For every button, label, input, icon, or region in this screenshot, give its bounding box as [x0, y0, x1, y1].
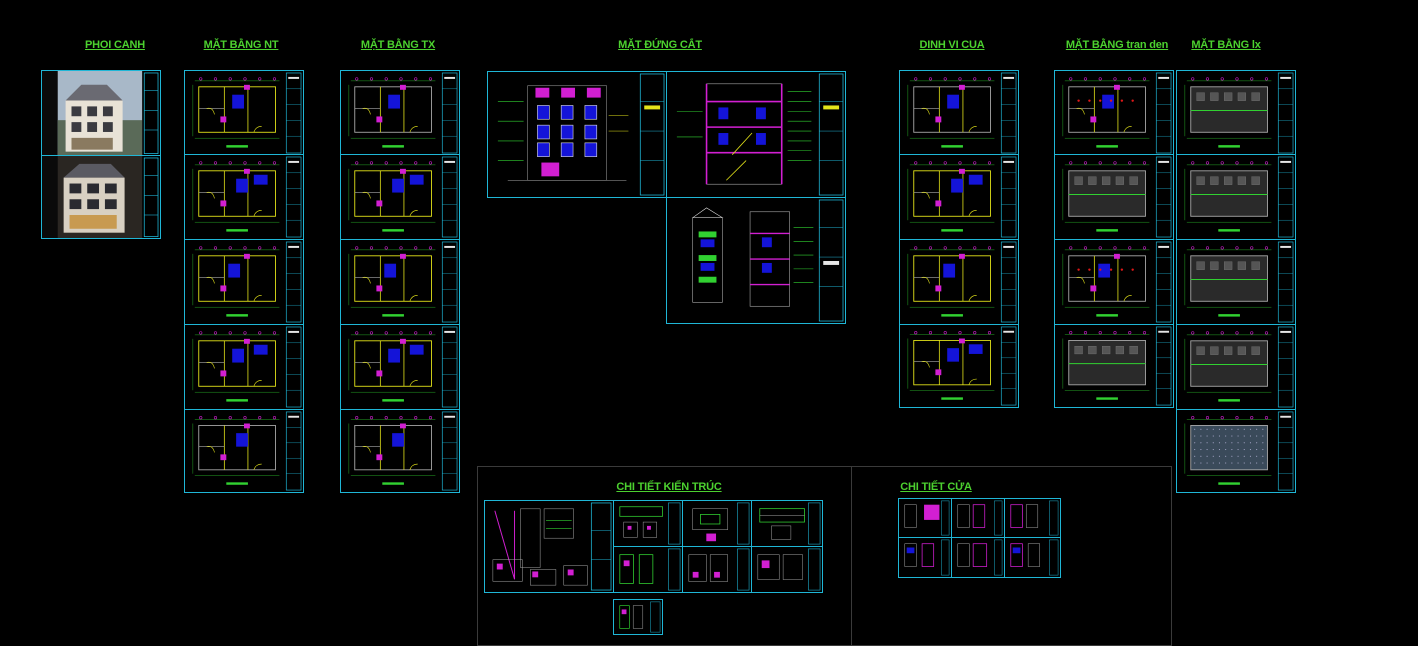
title-chi-tiet-cua: CHI TIẾT CỬA [900, 481, 972, 493]
title-dinh-vi-cua: DINH VI CUA [919, 39, 985, 51]
mat-bang-lx-sheet-2[interactable] [1176, 154, 1296, 240]
arch-detail-sheet-3[interactable] [682, 500, 752, 547]
door-detail-sheet-3[interactable] [1004, 498, 1061, 538]
door-detail-sheet-4[interactable] [898, 537, 952, 578]
section-sheet-1[interactable] [666, 71, 846, 198]
detail-frame-divider [851, 466, 852, 646]
title-mat-bang-tx: MẶT BẰNG TX [360, 39, 436, 51]
door-detail-sheet-5[interactable] [951, 537, 1005, 578]
door-detail-sheet-1[interactable] [898, 498, 952, 538]
mat-bang-lx-sheet-3[interactable] [1176, 239, 1296, 325]
arch-detail-sheet-4[interactable] [751, 500, 823, 547]
mat-bang-tran-den-sheet-4[interactable] [1054, 324, 1174, 408]
arch-detail-sheet-8[interactable] [613, 599, 663, 635]
title-phoi-canh: PHOI CANH [85, 39, 145, 51]
mat-bang-nt-sheet-3[interactable] [184, 239, 304, 325]
mat-bang-nt-sheet-4[interactable] [184, 324, 304, 410]
dinh-vi-cua-sheet-3[interactable] [899, 239, 1019, 325]
title-mat-dung-cat: MẶT ĐỨNG CẮT [618, 39, 702, 51]
mat-bang-tx-sheet-4[interactable] [340, 324, 460, 410]
mat-bang-lx-sheet-1[interactable] [1176, 70, 1296, 156]
section-sheet-2[interactable] [666, 197, 846, 324]
mat-bang-tran-den-sheet-2[interactable] [1054, 154, 1174, 240]
mat-bang-tx-sheet-3[interactable] [340, 239, 460, 325]
mat-bang-nt-sheet-5[interactable] [184, 409, 304, 493]
dinh-vi-cua-sheet-2[interactable] [899, 154, 1019, 240]
mat-bang-tx-sheet-1[interactable] [340, 70, 460, 156]
mat-bang-tran-den-sheet-3[interactable] [1054, 239, 1174, 325]
door-detail-sheet-6[interactable] [1004, 537, 1061, 578]
mat-bang-tran-den-sheet-1[interactable] [1054, 70, 1174, 156]
arch-detail-sheet-5[interactable] [613, 546, 683, 593]
door-detail-sheet-2[interactable] [951, 498, 1005, 538]
mat-bang-lx-sheet-5[interactable] [1176, 409, 1296, 493]
mat-bang-tx-sheet-2[interactable] [340, 154, 460, 240]
render-sheet-2[interactable] [41, 155, 161, 239]
title-mat-bang-lx: MẶT BẰNG lx [1191, 39, 1261, 51]
dinh-vi-cua-sheet-4[interactable] [899, 324, 1019, 408]
mat-bang-nt-sheet-2[interactable] [184, 154, 304, 240]
building-render-image [57, 156, 160, 238]
dinh-vi-cua-sheet-1[interactable] [899, 70, 1019, 156]
arch-detail-sheet-7[interactable] [751, 546, 823, 593]
title-mat-bang-tran-den: MẶT BẰNG tran den [1065, 39, 1169, 51]
building-render-image [57, 71, 160, 155]
title-chi-tiet-kien-truc: CHI TIẾT KIẾN TRÚC [616, 481, 722, 493]
mat-bang-nt-sheet-1[interactable] [184, 70, 304, 156]
mat-bang-lx-sheet-4[interactable] [1176, 324, 1296, 410]
render-sheet-1[interactable] [41, 70, 161, 156]
title-mat-bang-nt: MẶT BẰNG NT [203, 39, 279, 51]
arch-detail-sheet-6[interactable] [682, 546, 752, 593]
arch-detail-sheet-2[interactable] [613, 500, 683, 547]
elevation-sheet-1[interactable] [487, 71, 667, 198]
arch-detail-sheet-1[interactable] [484, 500, 614, 593]
mat-bang-tx-sheet-5[interactable] [340, 409, 460, 493]
